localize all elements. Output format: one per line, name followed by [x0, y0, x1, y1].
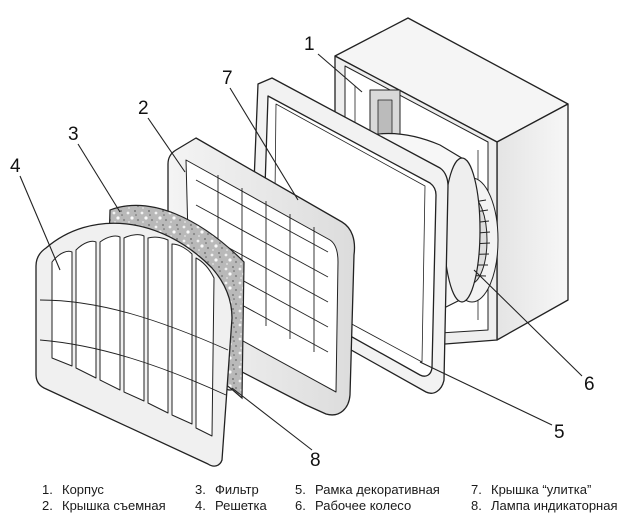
legend-text: Корпус	[62, 482, 104, 497]
legend-text: Рабочее колесо	[315, 498, 412, 513]
callout-4: 4	[10, 156, 21, 177]
legend-item: 7. Крышка “улитка”	[471, 482, 591, 497]
callouts: 1 2 3 4 5 6 7 8	[10, 34, 595, 471]
callout-8: 8	[310, 450, 321, 471]
leader-lines	[19, 53, 583, 451]
callout-3: 3	[68, 124, 79, 145]
legend-item: 8. Лампа индикаторная	[471, 498, 618, 513]
callout-5: 5	[554, 422, 565, 443]
legend-text: Лампа индикаторная	[491, 498, 618, 513]
legend-item: 3. Фильтр	[195, 482, 259, 497]
legend-number: 8.	[471, 498, 482, 513]
legend-item: 4. Решетка	[195, 498, 267, 513]
legend-item: 2. Крышка съемная	[42, 498, 166, 513]
legend-item: 5. Рамка декоративная	[295, 482, 440, 497]
legend-number: 7.	[471, 482, 482, 497]
legend-text: Крышка “улитка”	[491, 482, 592, 497]
legend-text: Рамка декоративная	[315, 482, 440, 497]
grille	[35, 222, 233, 467]
legend-item: 6. Рабочее колесо	[295, 498, 411, 513]
legend-item: 1. Корпус	[42, 482, 104, 497]
callout-2: 2	[138, 98, 149, 119]
callout-1: 1	[304, 34, 315, 55]
legend-text: Решетка	[215, 498, 267, 513]
exploded-view-diagram: 1 2 3 4 5 6 7 8	[10, 17, 595, 471]
legend-number: 5.	[295, 482, 306, 497]
legend-number: 1.	[42, 482, 53, 497]
legend-number: 6.	[295, 498, 306, 513]
callout-6: 6	[584, 374, 595, 395]
legend-text: Фильтр	[215, 482, 259, 497]
legend-number: 3.	[195, 482, 206, 497]
legend-number: 2.	[42, 498, 53, 513]
legend-text: Крышка съемная	[62, 498, 166, 513]
callout-7: 7	[222, 68, 233, 89]
legend: 1. Корпус 2. Крышка съемная 3. Фильтр 4. Реш…	[0, 482, 641, 522]
legend-number: 4.	[195, 498, 206, 513]
